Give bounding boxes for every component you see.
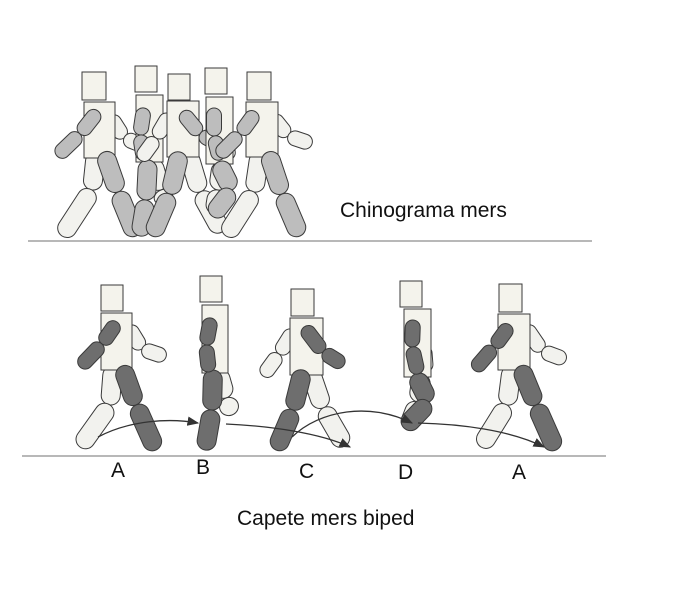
near-arm-segment — [206, 107, 222, 137]
far-leg-segment — [317, 406, 351, 448]
near-leg-segment — [129, 403, 163, 452]
far-leg-segment — [75, 402, 115, 450]
walker-pose-5 — [470, 283, 567, 452]
far-arm-segment — [141, 343, 167, 363]
key-pose-label-b: B — [196, 456, 211, 479]
far-leg-segment — [219, 396, 239, 417]
near-leg-segment — [207, 187, 237, 219]
near-leg-segment — [196, 409, 221, 451]
walker-pose-1 — [75, 284, 167, 452]
chronogram-figure-5 — [215, 71, 313, 238]
far-leg-segment — [221, 190, 259, 238]
near-arm-segment — [470, 344, 498, 373]
near-arm-segment — [404, 319, 421, 348]
near-leg-segment — [285, 369, 311, 411]
arrow-c-to-d — [291, 410, 414, 438]
near-arm-segment — [77, 341, 105, 370]
near-arm-segment — [215, 131, 243, 159]
far-arm-segment — [136, 136, 160, 162]
key-pose-label-a2: A — [512, 461, 527, 484]
head — [204, 67, 228, 95]
near-arm-segment — [405, 346, 425, 375]
head — [199, 275, 223, 303]
chronogram-figure-1 — [54, 71, 146, 239]
head — [498, 283, 523, 313]
far-arm-segment — [287, 130, 313, 150]
near-arm-segment — [198, 344, 217, 373]
far-arm-segment — [541, 345, 567, 366]
walker-pose-4 — [399, 280, 435, 432]
walk-chronogram — [54, 65, 313, 239]
head — [81, 71, 107, 101]
head — [167, 73, 191, 101]
key-pose-label-d: D — [398, 461, 414, 484]
chronogram-caption: Chinograma mers — [340, 199, 507, 222]
head — [100, 284, 124, 312]
key-poses — [75, 275, 567, 452]
near-leg-segment — [145, 192, 177, 238]
far-arm-segment — [259, 352, 283, 378]
far-leg-segment — [57, 187, 97, 239]
near-leg-segment — [202, 369, 223, 411]
far-leg-segment — [476, 403, 512, 449]
head — [399, 280, 423, 308]
arrow-b-to-c — [225, 423, 352, 448]
walker-pose-3 — [259, 288, 351, 452]
walker-pose-2 — [196, 275, 239, 451]
trajectory-arrows — [97, 410, 546, 448]
arrow-a-to-b — [97, 416, 200, 438]
near-leg-segment — [162, 151, 188, 195]
near-arm-segment — [321, 347, 346, 370]
key-pose-label-a1: A — [111, 459, 126, 482]
arrow-d-to-a — [417, 422, 546, 448]
key-pose-label-c: C — [299, 460, 315, 483]
head — [290, 288, 315, 317]
head — [246, 71, 272, 101]
key-poses-caption: Capete mers biped — [237, 507, 415, 530]
chronogram-figure-2 — [131, 65, 174, 237]
near-leg-segment — [529, 403, 563, 452]
near-leg-segment — [275, 192, 307, 238]
near-arm-segment — [54, 131, 83, 159]
head — [134, 65, 158, 93]
near-leg-segment — [136, 159, 158, 201]
